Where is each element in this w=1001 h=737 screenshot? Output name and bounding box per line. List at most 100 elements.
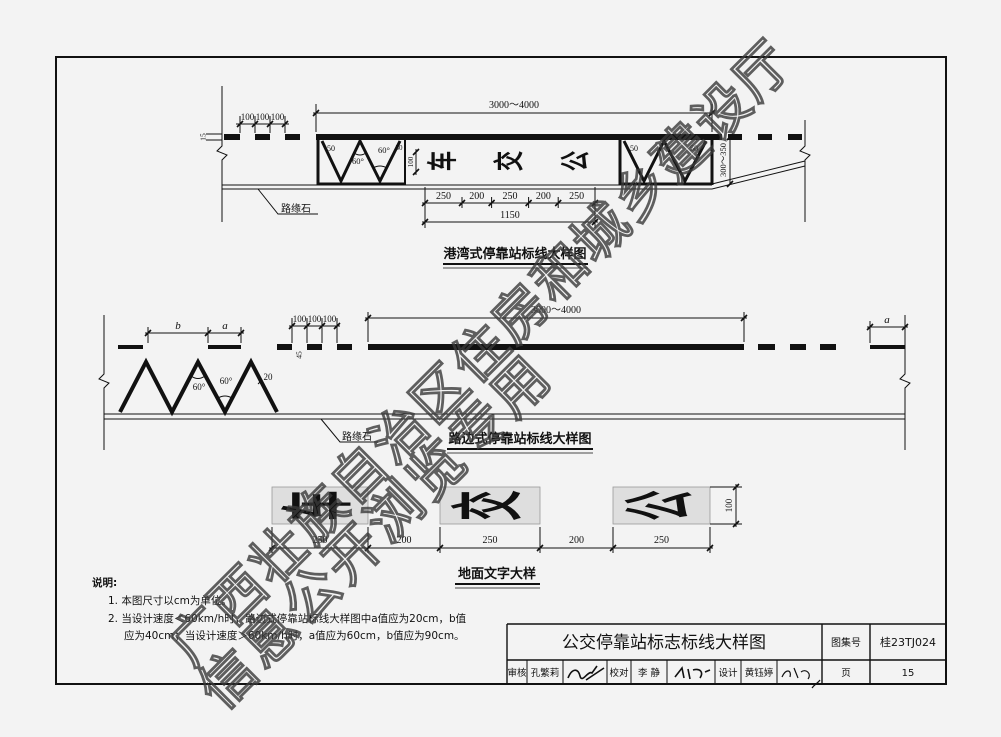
note-line: 1. 本图尺寸以cm为单位。: [108, 594, 232, 607]
dim-a-right-label: a: [884, 314, 890, 326]
text-dimension-ticks: [421, 199, 599, 226]
angle-label: 60°: [193, 382, 206, 392]
text-detail-title: 地面文字大样: [458, 566, 536, 582]
dim-b-label: b: [175, 320, 181, 332]
lane-dash: [307, 344, 322, 350]
text-height-ticks: [412, 148, 420, 176]
dash-dimension-lines: [289, 318, 340, 343]
road-text-char: 交: [492, 151, 527, 171]
zigzag-width-label: 20: [264, 372, 274, 382]
dash-dim-label: 100: [241, 112, 255, 122]
detail-dim-label: 250: [654, 535, 669, 546]
line-width-extension: [206, 133, 222, 141]
harbor-stop-title: 港湾式停靠站标线大样图: [443, 246, 586, 262]
curb-leader: [320, 418, 378, 443]
right-break-line: [799, 120, 811, 222]
left-offset-label: 50: [327, 144, 335, 153]
solid-length-dimension: [313, 104, 715, 132]
right-break-line: [899, 315, 911, 450]
text-dim-label: 250: [436, 191, 451, 202]
note-line: 应为40cm；当设计速度＞60km/h时，a值应为60cm，b值应为90cm。: [124, 629, 465, 642]
curbside-stop-diagram: 60° 60° 20 b a a 100 100 100 45 3000～400…: [98, 305, 911, 454]
dim-a-label: a: [222, 320, 228, 332]
road-text-char: 车: [426, 151, 461, 171]
sheet-title: 公交停靠站标志标线大样图: [562, 633, 766, 653]
lane-dash: [758, 134, 772, 140]
edge-bar: [208, 345, 241, 349]
curb-label: 路缘石: [342, 430, 372, 443]
lane-dash: [788, 134, 802, 140]
detail-dim-label: 250: [313, 535, 328, 546]
review-label: 审核: [507, 667, 527, 679]
zigzag-width-leader: [257, 379, 263, 385]
designer-signature: [781, 667, 821, 689]
detail-dimension-ticks: [268, 544, 714, 552]
check-label: 校对: [609, 667, 629, 679]
dash-dim-label: 100: [323, 314, 337, 324]
angle-label: 60°: [220, 376, 233, 386]
detail-dim-label: 200: [397, 535, 412, 546]
zigzag-marking: [118, 357, 279, 417]
bay-box-frame: [316, 137, 714, 186]
stroke-label: 30: [396, 144, 404, 152]
left-break-line: [98, 315, 110, 450]
dash-dim-label: 100: [293, 314, 307, 324]
sheet-border: [55, 56, 947, 685]
edge-bar: [870, 345, 905, 349]
reviewer-name: 孔繁莉: [531, 667, 560, 679]
text-dim-label: 250: [569, 191, 584, 202]
dash-dimension-ticks: [236, 120, 289, 128]
text-detail-diagram: 车 交 公 100 250 200 250 200 250 地面文字大样: [268, 483, 742, 589]
lane-dash: [337, 344, 352, 350]
text-dim-label: 250: [503, 191, 518, 202]
text-dim-label: 200: [536, 191, 551, 202]
solid-lane-line: [368, 344, 744, 350]
design-label: 设计: [718, 667, 738, 679]
detail-char: 交: [448, 490, 532, 520]
solid-length-ticks: [364, 314, 748, 322]
solid-length-label: 3000～4000: [489, 100, 539, 111]
lane-dash: [224, 134, 240, 140]
angle-label: 60°: [352, 156, 364, 166]
curb-line: [104, 413, 905, 420]
lane-dash: [790, 344, 806, 350]
char-box: [271, 486, 369, 525]
angle-arcs: [190, 375, 233, 399]
angle-arcs: [353, 152, 388, 169]
curb-label: 路缘石: [281, 202, 311, 215]
dash-dimension-ticks: [288, 322, 341, 330]
lane-dash: [285, 134, 300, 140]
watermark-line-2: 信息公开浏览专用: [186, 342, 565, 721]
right-offset-label: 50: [690, 144, 698, 153]
lane-dash: [255, 134, 270, 140]
detail-char: 车: [278, 490, 362, 520]
lane-dash: [820, 344, 836, 350]
solid-length-label: 3000～4000: [531, 305, 581, 316]
title-block-grid: [506, 623, 946, 684]
atlas-no: 桂23TJ024: [880, 635, 936, 649]
text-height-label: 100: [407, 156, 415, 167]
road-text-char: 公: [559, 151, 594, 171]
left-break-line: [216, 86, 228, 222]
reviewer-signature: [567, 665, 605, 681]
zigzag-right: [622, 137, 708, 185]
designer-name: 黄钰婷: [745, 667, 774, 679]
dash-dim-label: 100: [256, 112, 270, 122]
b-a-dimension: [145, 327, 244, 343]
dash-dim-label: 100: [271, 112, 285, 122]
checker-name: 李 静: [638, 667, 661, 679]
dash-dim-label: 100: [308, 314, 322, 324]
lane-dash: [277, 344, 292, 350]
right-a-dimension: [867, 321, 908, 343]
solid-lane-line: [316, 134, 722, 140]
notes-heading: 说明:: [92, 576, 117, 589]
bay-depth-ticks: [726, 133, 734, 188]
char-height-ticks: [732, 483, 740, 528]
char-height-label: 100: [724, 498, 734, 512]
notes: 说明: 1. 本图尺寸以cm为单位。 2. 当设计速度＜60km/h时，路边式停…: [92, 576, 467, 642]
title-block-cells: [526, 660, 778, 684]
note-line: 2. 当设计速度＜60km/h时，路边式停靠站标线大样图中a值应为20cm，b值: [108, 612, 467, 625]
curb-leader: [257, 188, 318, 215]
checker-signature: [674, 666, 711, 680]
